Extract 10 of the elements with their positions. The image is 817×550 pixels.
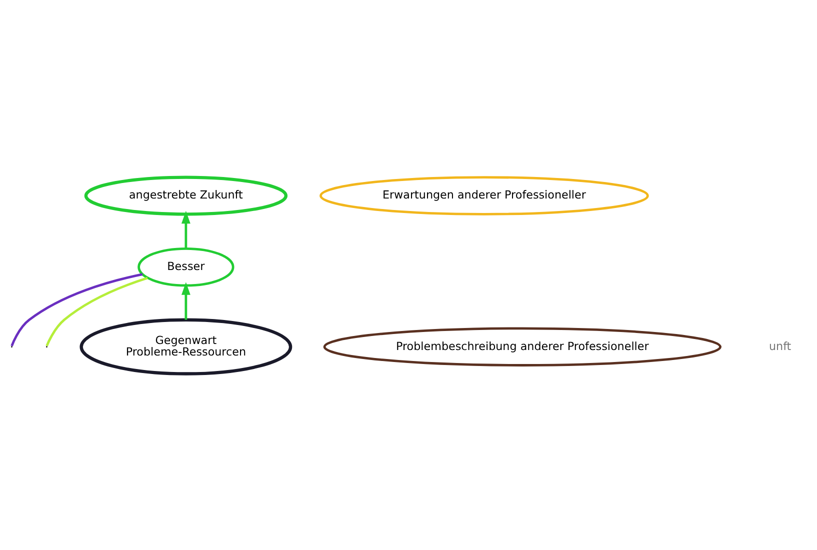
node-ellipse: Gegenwart Probleme-Ressourcen xyxy=(80,318,292,375)
connector xyxy=(10,272,143,346)
arrow xyxy=(181,210,190,248)
node-ellipse: Problembeschreibung anderer Professioneller xyxy=(323,326,722,366)
connector xyxy=(46,276,148,346)
label: unft xyxy=(769,339,792,352)
node-ellipse: Besser xyxy=(138,246,234,286)
node-ellipse: Erwartungen anderer Professioneller xyxy=(320,176,649,215)
node-ellipse: angestrebte Zukunft xyxy=(84,175,288,216)
arrow xyxy=(181,282,190,320)
